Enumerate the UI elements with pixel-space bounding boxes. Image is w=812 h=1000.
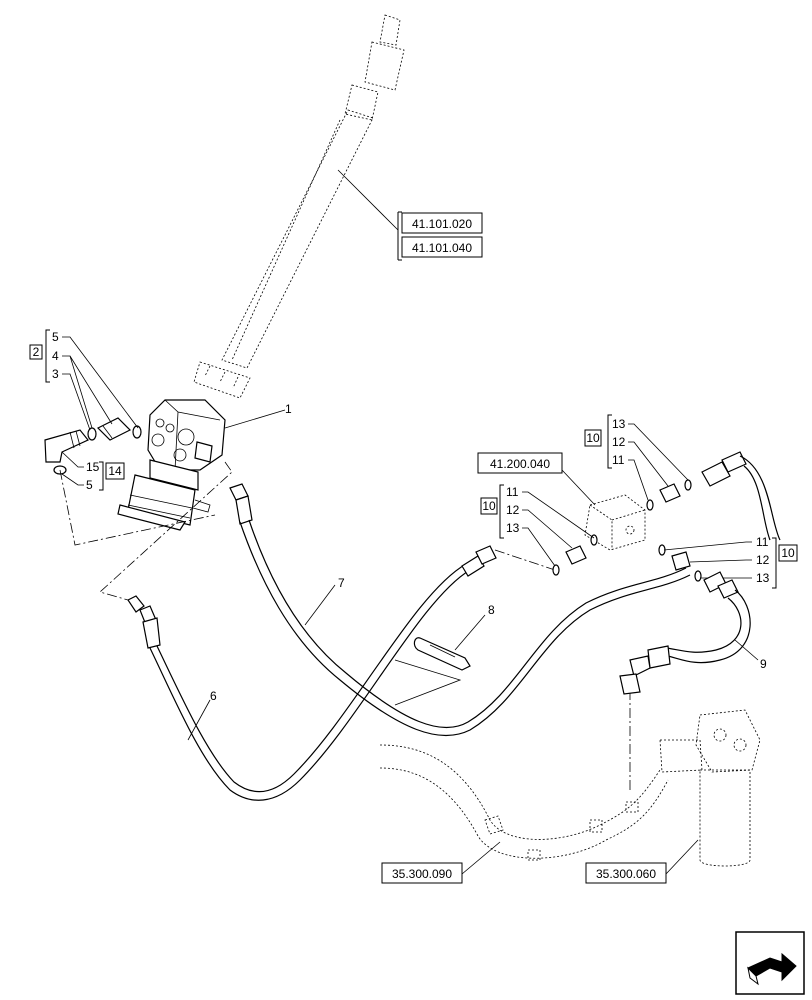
filter-assembly: [659, 709, 761, 867]
callout-12-left: 12: [506, 503, 520, 517]
ref-35-300-090[interactable]: 35.300.090: [381, 862, 463, 884]
callout-5-bottom: 5: [86, 478, 93, 492]
adapter-5-top: [96, 417, 132, 441]
leader-13-left: [522, 527, 556, 567]
callout-4: 4: [52, 349, 59, 363]
leader-column: [337, 169, 399, 231]
centerline-left: [59, 469, 216, 546]
callout-14: 14: [108, 464, 122, 478]
callout-1: 1: [285, 402, 292, 416]
leader-3: [62, 373, 91, 431]
ref-35-300-060[interactable]: 35.300.060: [585, 862, 667, 884]
fitting-12-left: [552, 534, 598, 576]
callout-11-left: 11: [506, 485, 519, 499]
callout-7: 7: [338, 576, 345, 590]
ref-text-41-200-040: 41.200.040: [490, 457, 550, 471]
callout-11-top: 11: [612, 453, 625, 467]
leader-valve: [561, 469, 596, 506]
leader-4: [62, 355, 113, 429]
leader-6: [187, 699, 211, 741]
leader-5-top: [62, 336, 139, 429]
leader-35-300-060: [665, 839, 699, 875]
callout-5-top: 5: [52, 330, 59, 344]
group-10-right: 10 11 12 13: [756, 535, 798, 589]
leader-11-left: [522, 491, 595, 539]
leader-11-top: [628, 459, 649, 501]
ref-text-41-101-040: 41.101.040: [412, 241, 472, 255]
fitting-12-top: [646, 479, 692, 511]
steering-unit: [117, 399, 226, 531]
callout-13-top: 13: [612, 417, 626, 431]
callout-11-right: 11: [756, 535, 769, 549]
callout-6: 6: [210, 689, 217, 703]
leader-8-branch: [394, 659, 462, 706]
leader-11-right: [663, 541, 752, 551]
leader-7: [304, 584, 336, 626]
group-10-left: 10 11 12 13: [480, 484, 520, 539]
callout-10-right: 10: [781, 546, 795, 560]
leader-12-left: [522, 509, 573, 549]
callout-9: 9: [760, 657, 767, 671]
callout-8: 8: [488, 603, 495, 617]
callout-12-top: 12: [612, 435, 626, 449]
ref-41-101-040[interactable]: 41.101.040: [397, 236, 483, 261]
group-14: 14 15 5: [86, 460, 125, 492]
callout-13-right: 13: [756, 571, 770, 585]
fitting-12-right: [658, 544, 702, 582]
leader-8: [454, 614, 486, 651]
leader-15: [61, 451, 84, 468]
leader-12-right: [689, 559, 752, 563]
group-2: 2 5 4 3: [29, 329, 59, 383]
ref-text-35-300-060: 35.300.060: [596, 867, 656, 881]
centerline-fitting: [494, 549, 556, 571]
return-pipe: [379, 744, 669, 861]
leader-12-top: [628, 441, 669, 487]
callout-13-left: 13: [506, 521, 520, 535]
ref-41-101-020[interactable]: 41.101.020: [397, 211, 483, 236]
hose-9: [619, 451, 781, 695]
o-ring-top: [132, 425, 142, 439]
leader-35-300-090: [461, 841, 501, 875]
ref-41-200-040[interactable]: 41.200.040: [477, 452, 563, 474]
valve-block: [584, 494, 646, 551]
callout-15: 15: [86, 460, 100, 474]
leader-9: [734, 639, 759, 661]
callout-12-right: 12: [756, 553, 770, 567]
group-10-top: 10 13 12 11: [584, 414, 626, 469]
centerline-hose6: [99, 461, 233, 603]
leader-1: [224, 409, 286, 429]
callout-3: 3: [52, 367, 59, 381]
steering-column: [193, 14, 405, 399]
leader-13-top: [628, 423, 689, 481]
leader-5-bottom: [61, 473, 84, 486]
callout-10-top: 10: [586, 431, 600, 445]
ref-text-41-101-020: 41.101.020: [412, 217, 472, 231]
clamp-8: [413, 637, 471, 671]
callout-10-left: 10: [482, 499, 496, 513]
hose-7: [229, 483, 691, 737]
o-ring-4a: [87, 427, 97, 441]
elbow-fitting-3: [44, 429, 89, 463]
next-page-arrow-icon[interactable]: [735, 931, 805, 995]
callout-2: 2: [33, 345, 40, 359]
ref-text-35-300-090: 35.300.090: [392, 867, 452, 881]
hose-6: [127, 545, 497, 801]
